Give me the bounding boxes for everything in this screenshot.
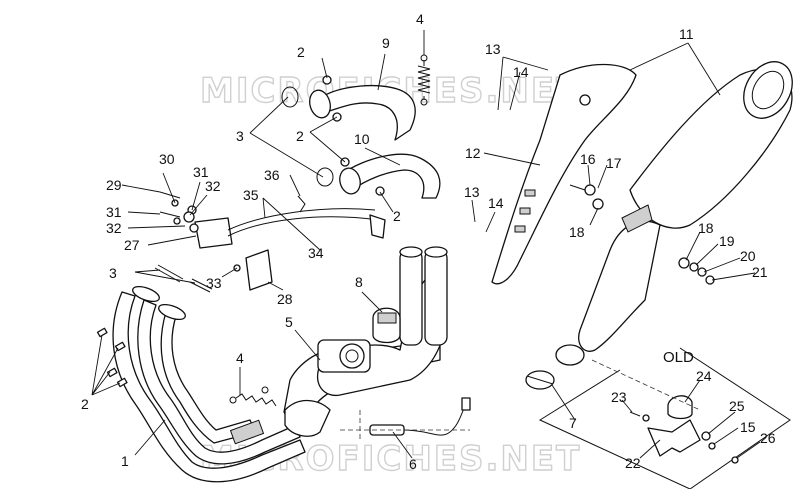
spring-bottom <box>229 386 277 407</box>
callout-18: 18 <box>569 224 585 240</box>
callout-2: 2 <box>393 208 401 224</box>
sleeve-part-7 <box>525 344 585 390</box>
callout-21: 21 <box>752 264 768 280</box>
callout-2: 2 <box>297 44 305 60</box>
callout-11: 11 <box>679 26 694 42</box>
callout-14: 14 <box>488 195 504 211</box>
washer-set-right <box>569 184 715 285</box>
small-bolts-left <box>96 327 128 388</box>
callout-4: 4 <box>236 350 244 366</box>
callout-33: 33 <box>206 275 222 291</box>
callout-22: 22 <box>625 455 641 471</box>
callout-13: 13 <box>464 184 480 200</box>
callout-3: 3 <box>236 128 244 144</box>
callout-28: 28 <box>277 291 293 307</box>
callout-23: 23 <box>611 389 627 405</box>
old-label: OLD <box>663 349 694 366</box>
callout-3: 3 <box>109 265 117 281</box>
callout-8: 8 <box>355 274 363 290</box>
callout-24: 24 <box>696 368 712 384</box>
callout-30: 30 <box>159 151 175 167</box>
callout-32: 32 <box>205 178 221 194</box>
assembly-dash-lines <box>340 359 701 440</box>
callout-17: 17 <box>606 155 622 171</box>
callout-19: 19 <box>719 233 735 249</box>
callout-16: 16 <box>580 151 596 167</box>
callout-32: 32 <box>106 220 122 236</box>
callout-1: 1 <box>121 453 129 469</box>
callout-9: 9 <box>382 35 390 51</box>
callout-6: 6 <box>409 456 417 472</box>
callout-31: 31 <box>106 204 122 220</box>
callout-26: 26 <box>760 430 776 446</box>
callout-18: 18 <box>698 220 714 236</box>
old-inset-box <box>538 347 791 489</box>
callout-34: 34 <box>308 245 324 261</box>
callout-27: 27 <box>124 237 140 253</box>
callout-35: 35 <box>243 187 259 203</box>
silencer <box>578 61 793 352</box>
callout-13: 13 <box>485 41 501 57</box>
link-pipe-part-10 <box>316 153 441 199</box>
callout-7: 7 <box>569 415 577 431</box>
bolt-set-29-32 <box>159 191 195 225</box>
callout-12: 12 <box>465 145 481 161</box>
header-pipes <box>112 285 306 483</box>
callout-15: 15 <box>740 419 756 435</box>
callout-29: 29 <box>106 177 122 193</box>
heat-shield <box>491 63 637 285</box>
callout-10: 10 <box>354 131 370 147</box>
callout-2: 2 <box>296 128 304 144</box>
collector-body <box>283 246 448 437</box>
callout-2: 2 <box>81 396 89 412</box>
lambda-sensor <box>369 397 471 436</box>
actuator-bracket <box>187 195 386 291</box>
callout-36: 36 <box>264 167 280 183</box>
callout-4: 4 <box>416 11 424 27</box>
link-pipe-part-9 <box>281 75 416 141</box>
callout-14: 14 <box>513 64 529 80</box>
callout-20: 20 <box>740 248 756 264</box>
clamp-part-8 <box>372 307 401 344</box>
callout-25: 25 <box>729 398 745 414</box>
callout-5: 5 <box>285 314 293 330</box>
gasket-rings <box>154 264 213 293</box>
callout-31: 31 <box>193 164 209 180</box>
leader-lines <box>91 30 761 459</box>
